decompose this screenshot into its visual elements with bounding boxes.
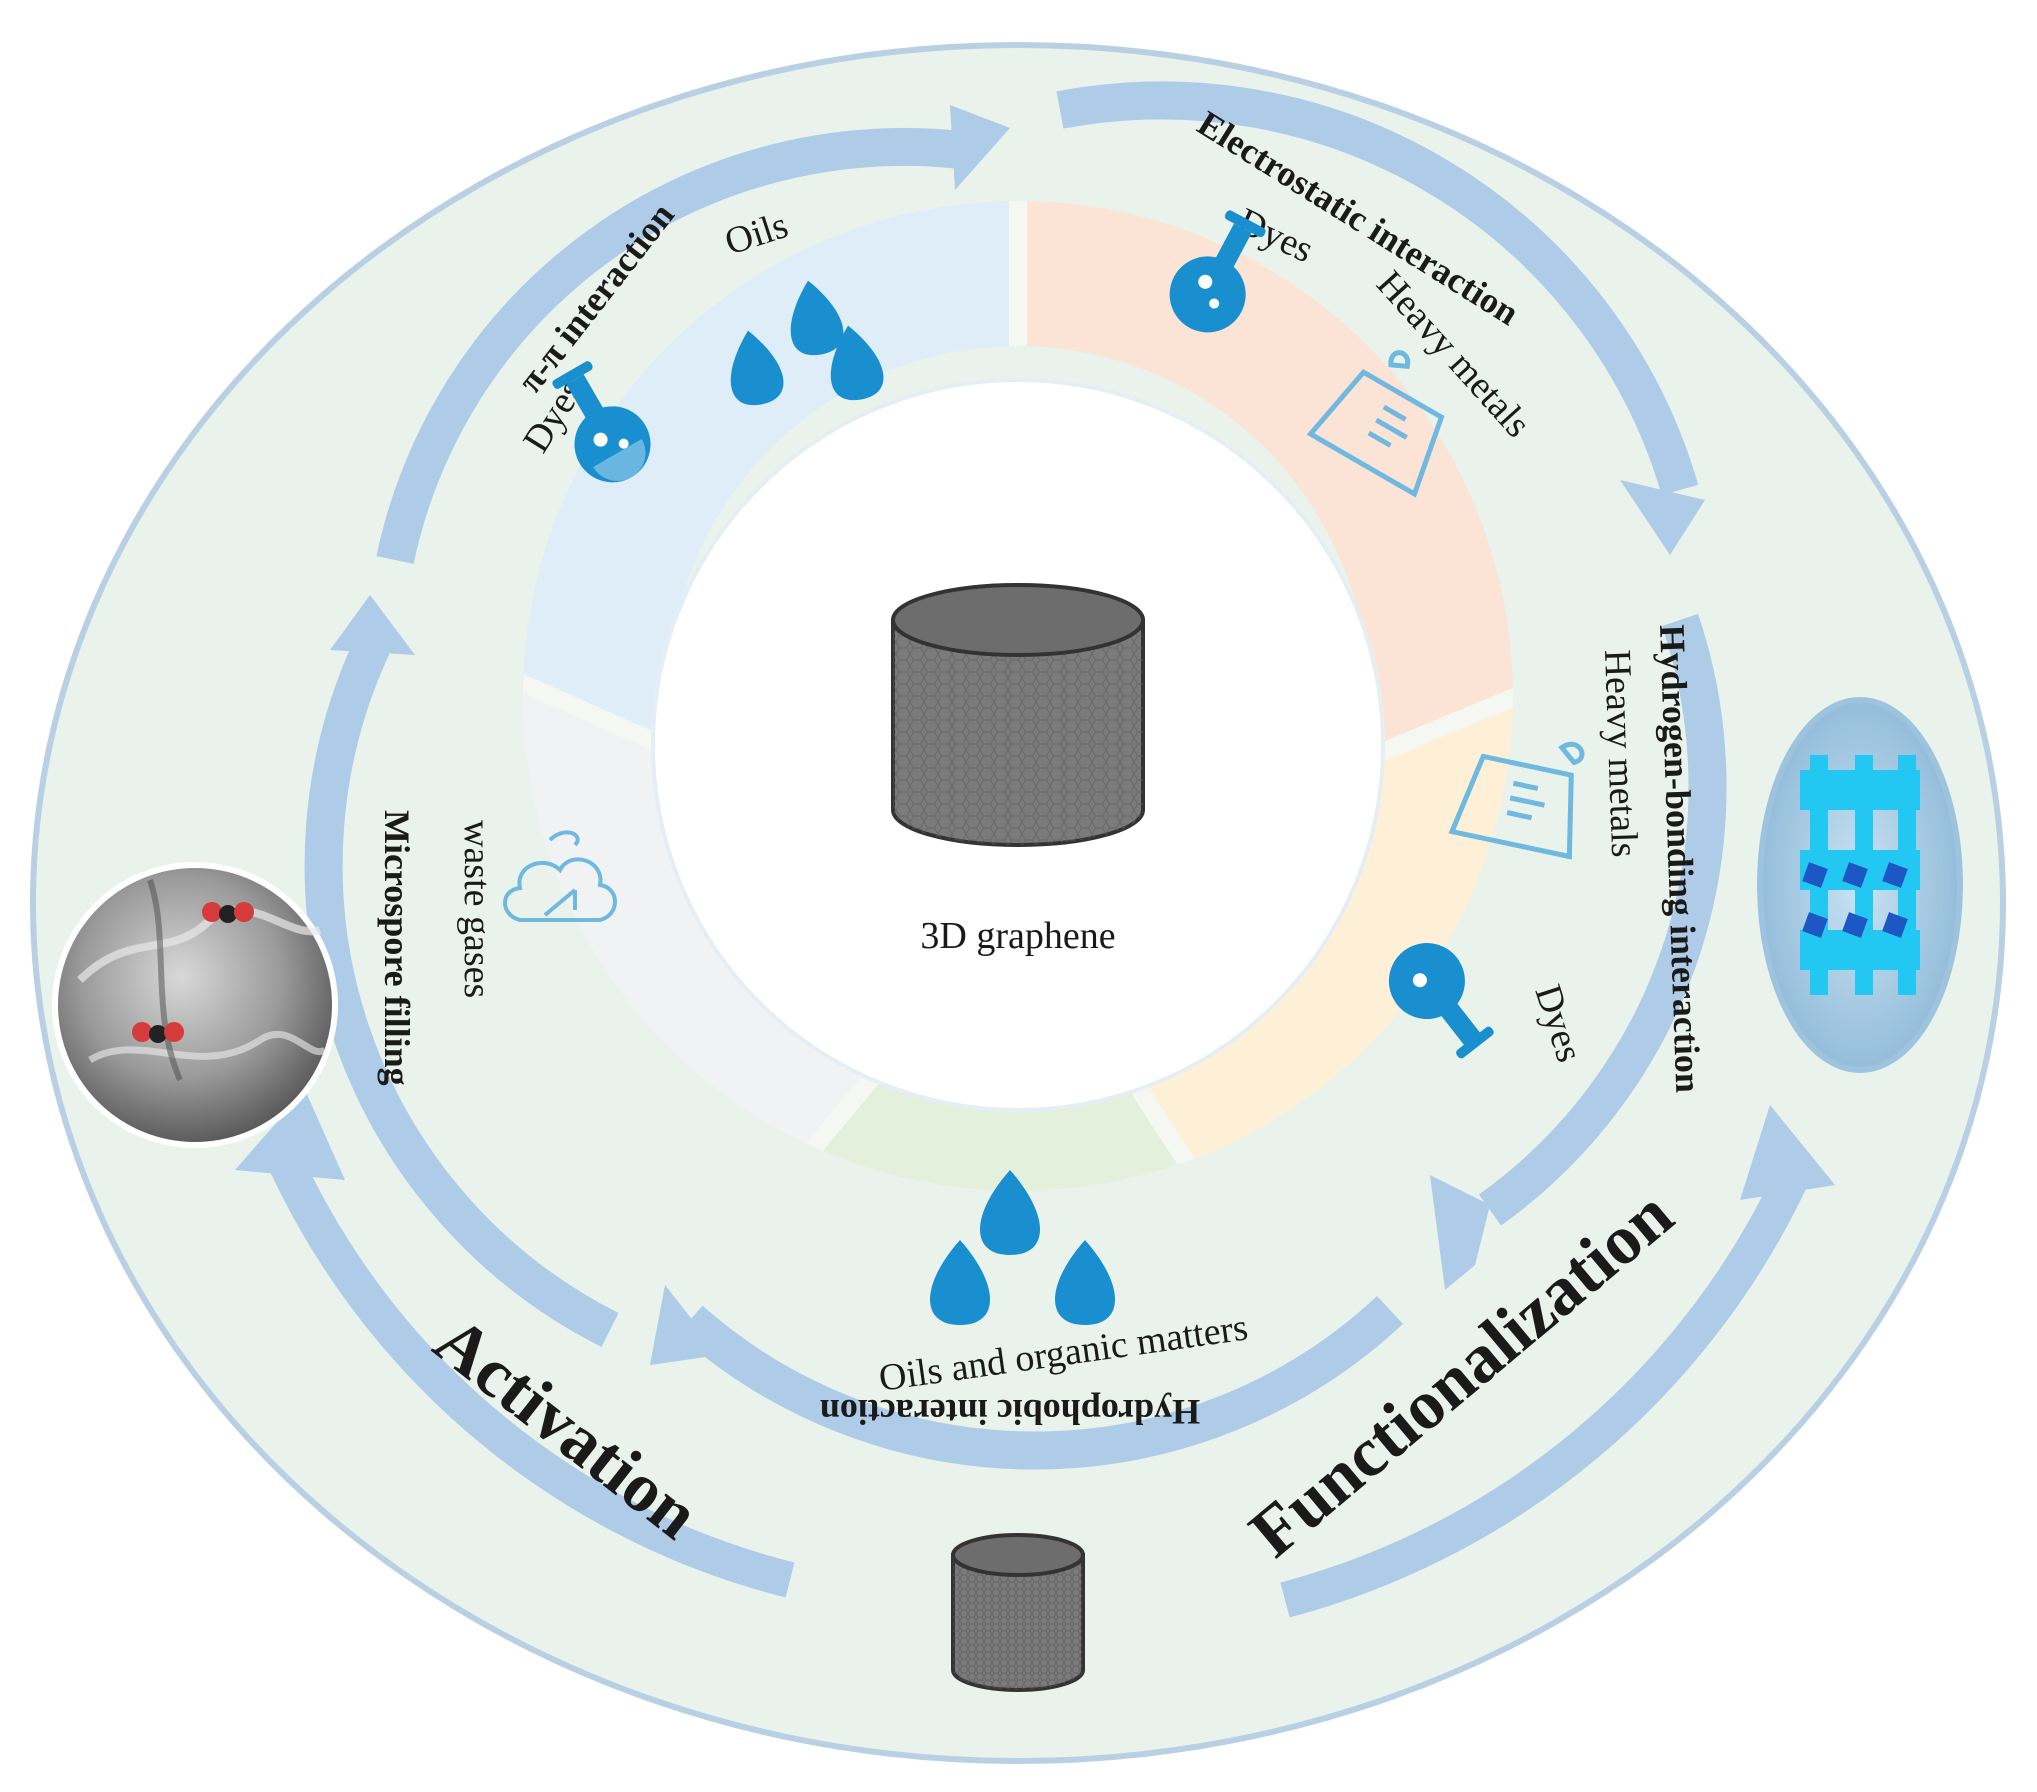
inner-arrows <box>304 81 1727 1470</box>
outer-arrowheads <box>235 1090 1835 1200</box>
microspore-title: Microspore filling <box>377 810 417 1086</box>
microspore-item-waste-gases: waste gases <box>456 820 498 998</box>
sector-microspore <box>522 620 1018 1192</box>
outer-arrows <box>263 1142 1812 1618</box>
lattice-icon <box>1757 697 1963 1073</box>
cloud-icon <box>503 830 617 922</box>
hydrophobic-title: Hydrophobic interaction <box>820 1392 1200 1432</box>
inner-arrowheads <box>330 105 1705 1365</box>
hydrogen-bonding-item-heavy-metals: Heavy metals <box>1596 649 1645 858</box>
flask-icon <box>552 361 651 483</box>
center-label: 3D graphene <box>920 915 1115 957</box>
sector-hydrogen-bonding <box>1018 620 1513 1192</box>
sem-image-icon <box>52 862 338 1148</box>
droplet-icon <box>930 1170 1115 1325</box>
beaker-icon <box>1448 741 1585 860</box>
graphene-cylinder-icon <box>951 1533 1085 1692</box>
flask-icon <box>1388 943 1494 1059</box>
graphene-cylinder-icon <box>891 583 1145 847</box>
droplet-icon <box>730 280 884 406</box>
beaker-icon <box>1306 350 1445 498</box>
flask-icon <box>1169 210 1266 333</box>
